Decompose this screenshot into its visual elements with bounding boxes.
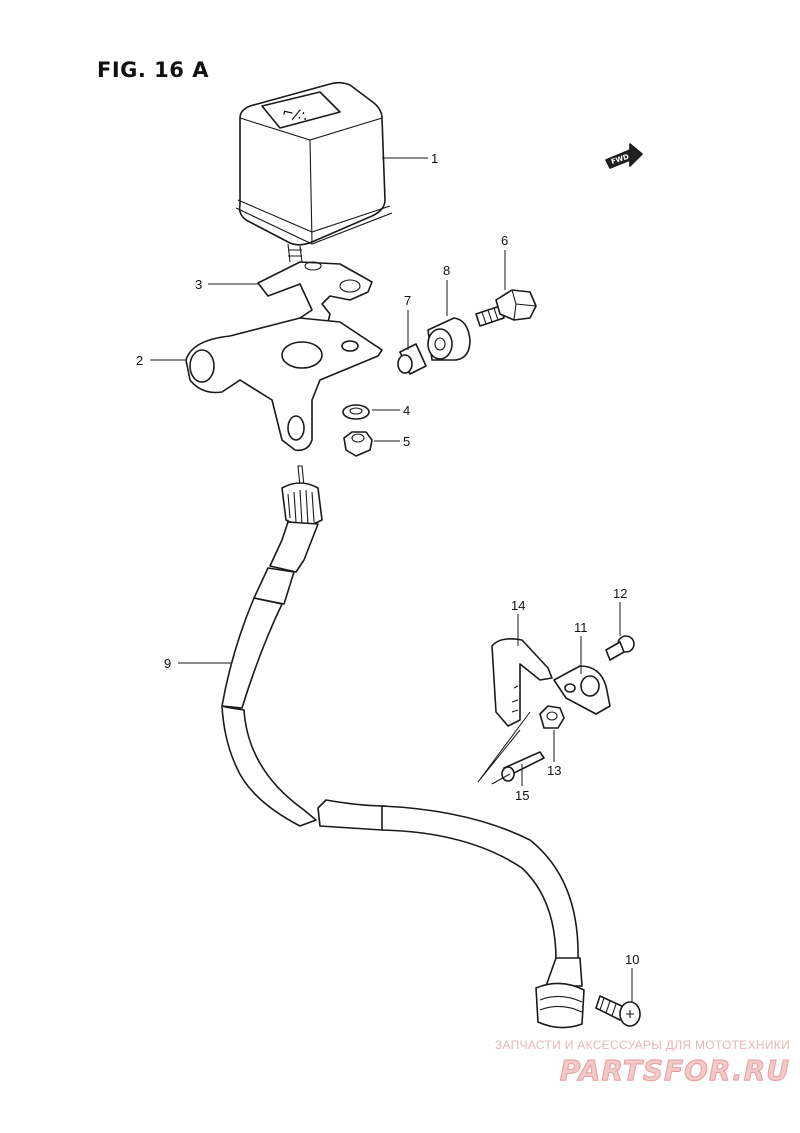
callout-14: 14 [511,598,525,613]
callout-10: 10 [625,952,639,967]
callout-15: 15 [515,788,529,803]
figure-title: FIG. 16 A [97,58,209,82]
callout-8: 8 [443,263,450,278]
part-3-plate [257,261,373,327]
part-11-clamp [553,665,611,715]
fwd-direction-arrow: FWD [605,143,643,169]
part-14-cable-guide [491,638,553,727]
leader-lines [150,157,633,1002]
part-5-nut [343,431,373,457]
callout-6: 6 [501,233,508,248]
callout-12: 12 [613,586,627,601]
part-8-grommet [427,317,471,361]
watermark: ЗАПЧАСТИ И АКСЕССУАРЫ ДЛЯ МОТОТЕХНИКИ PA… [470,1038,790,1088]
part-1-gear-box: ⌐∕∴ [235,81,393,263]
part-4-washer [342,404,370,420]
callout-numbers: 1 2 3 4 5 6 7 8 9 10 11 12 13 14 15 [136,151,639,967]
callout-1: 1 [431,151,438,166]
part-9-speedometer-cable [221,465,585,1029]
callout-2: 2 [136,353,143,368]
callout-3: 3 [195,277,202,292]
gear-box-marking-icon: ⌐∕∴ [281,104,309,125]
part-15-rivet [477,711,545,785]
watermark-tagline: ЗАПЧАСТИ И АКСЕССУАРЫ ДЛЯ МОТОТЕХНИКИ [494,1038,790,1052]
callout-5: 5 [403,434,410,449]
callout-9: 9 [164,656,171,671]
part-7-collar [397,343,427,375]
callout-13: 13 [547,763,561,778]
callout-7: 7 [404,293,411,308]
part-13-nut [539,705,565,729]
watermark-logo: PARTSFOR.RU [559,1054,790,1088]
part-6-bolt [475,289,537,327]
callout-4: 4 [403,403,410,418]
part-2-bracket [185,317,383,452]
part-10-screw [595,995,641,1027]
part-12-screw [605,635,635,661]
callout-11: 11 [574,620,588,635]
